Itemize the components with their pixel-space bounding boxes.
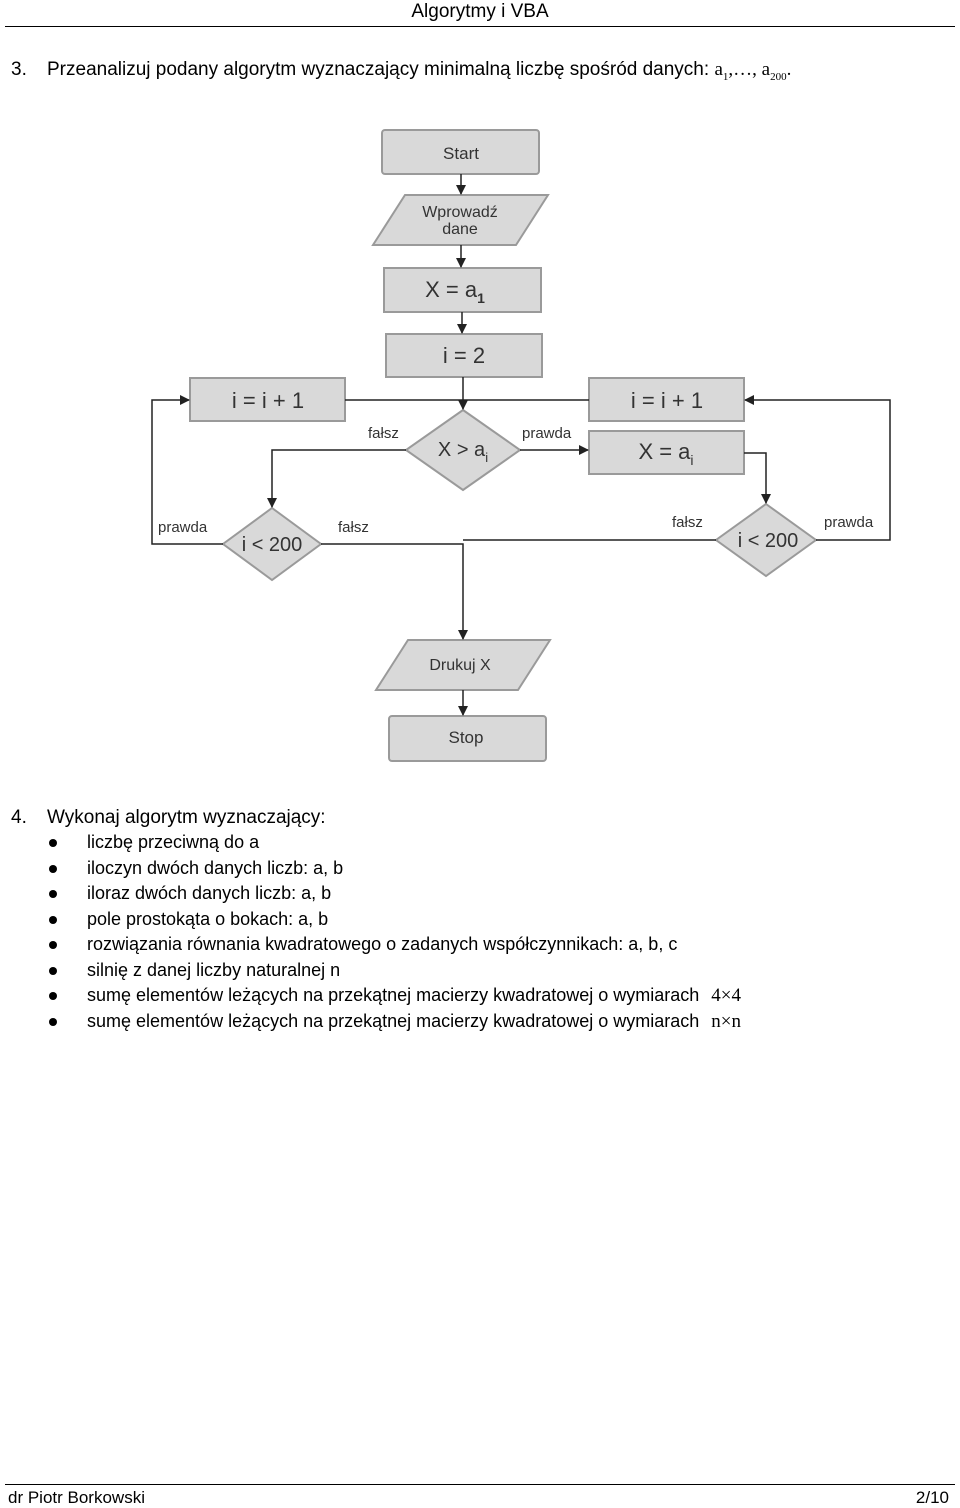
bullet-icon (49, 941, 57, 949)
flow-left-loop-true (151, 395, 223, 545)
flow-right-assign-to-check (744, 452, 771, 504)
compare-decision (404, 408, 522, 492)
task-3-number: 3. (11, 59, 27, 80)
input-label-line2: dane (442, 221, 478, 238)
edge-label-true-top: prawda (522, 425, 572, 442)
bullet-icon (49, 890, 57, 898)
edge-label-false-right: fałsz (672, 514, 703, 531)
input-label-line1: Wprowadź (422, 204, 498, 221)
task-4-number: 4. (11, 807, 27, 828)
flow-right-loop-true (744, 395, 891, 541)
bullet-icon (49, 864, 57, 873)
output-label: Drukuj X (429, 657, 491, 674)
matrix-dim-4x4: 4×4 (711, 985, 741, 1006)
left-loop-decision (221, 506, 323, 582)
task-3-math: a1,…, a200. (714, 59, 792, 83)
edge-label-true-right: prawda (824, 514, 874, 531)
footer-author: dr Piotr Borkowski (8, 1488, 145, 1507)
footer-divider (5, 1484, 955, 1485)
edge-label-false-left: fałsz (338, 519, 369, 536)
bullet-icon (49, 839, 57, 847)
assign-x-ai-label: X = ai (638, 439, 693, 468)
assign-i-box (385, 333, 543, 378)
task-4-title: Wykonaj algorytm wyznaczający: (47, 807, 326, 828)
bullet-icon (49, 1017, 57, 1026)
compare-label: X > ai (438, 439, 488, 465)
left-increment-box (189, 377, 346, 422)
page-number: 2/10 (915, 1488, 949, 1507)
assign-i-label: i = 2 (443, 343, 485, 368)
flow-compare-false (267, 449, 406, 508)
task-3-text: Przeanalizuj podany algorytm wyznaczając… (47, 59, 715, 80)
edge-label-true-left: prawda (158, 519, 208, 536)
left-increment-label: i = i + 1 (232, 388, 304, 413)
assign-x-label: X = a1 (425, 277, 485, 306)
start-label: Start (443, 144, 479, 163)
right-increment-label: i = i + 1 (631, 388, 703, 413)
input-parallelogram (371, 194, 550, 246)
stop-label: Stop (449, 728, 484, 747)
header-divider (5, 26, 955, 27)
page-header-title: Algorytmy i VBA (411, 1, 549, 22)
bullet-icon (49, 992, 57, 1000)
task-4: 4. Wykonaj algorytm wyznaczający: (11, 806, 326, 830)
matrix-dim-nxn: n×n (711, 1010, 741, 1032)
flowchart: Start Wprowadź dane X = a1 i = 2 i = i +… (151, 129, 891, 762)
edge-label-false-top: fałsz (368, 425, 399, 442)
bullet-icon (49, 915, 57, 924)
right-loop-decision (714, 502, 818, 578)
assign-x-ai-box (588, 430, 745, 475)
bullet-icon (49, 966, 57, 975)
task-3: 3. Przeanalizuj podany algorytm wyznaczaj… (11, 58, 791, 89)
stop-terminal (388, 715, 547, 762)
output-parallelogram (374, 639, 552, 691)
flow-left-loop-false (321, 543, 468, 640)
left-loop-label: i < 200 (242, 534, 303, 556)
right-loop-label: i < 200 (738, 530, 799, 552)
